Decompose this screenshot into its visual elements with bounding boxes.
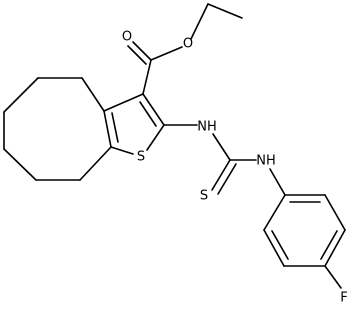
bond-ar3-ar4 bbox=[324, 229, 346, 267]
thione-sulfur-label: S bbox=[200, 189, 208, 204]
bond-carbonyl-double-a bbox=[132, 41, 152, 61]
atom-labels: O O S NH NH S F bbox=[122, 30, 348, 306]
bond-ar2-ar3 bbox=[324, 194, 346, 231]
amine-nh-2-label: NH bbox=[256, 154, 276, 169]
bond-cs-thione-a bbox=[211, 159, 231, 191]
bond-ch2-o bbox=[190, 3, 209, 40]
bond-lines bbox=[3, 3, 346, 289]
bond-o-carbonyl-c bbox=[150, 46, 183, 61]
bond-c9-c7a bbox=[79, 146, 112, 181]
thiophene-sulfur-label: S bbox=[137, 150, 145, 165]
bond-ar4-f bbox=[324, 265, 342, 289]
bond-c3a-c4 bbox=[81, 77, 105, 112]
bond-cs-thione-b bbox=[217, 163, 237, 195]
bond-ch3-ch2 bbox=[207, 3, 243, 19]
carbonyl-oxygen-label: O bbox=[122, 30, 132, 45]
bond-c7a-c3a-inner bbox=[111, 112, 119, 143]
ether-oxygen-label: O bbox=[183, 37, 193, 52]
bond-ar5-ar6 bbox=[263, 229, 285, 267]
bond-ar3-ar4-inner bbox=[320, 230, 338, 260]
bond-c7-c8 bbox=[3, 148, 37, 181]
bond-nh1-cs bbox=[212, 133, 231, 161]
bond-c3-c2-inner bbox=[139, 101, 157, 127]
bond-s-c7a bbox=[110, 146, 134, 155]
bond-carbonyl-c-ring bbox=[142, 59, 152, 95]
bond-c3-c2 bbox=[142, 93, 165, 126]
bond-c7a-c3a bbox=[103, 110, 112, 148]
bond-c2-s bbox=[146, 124, 165, 151]
bond-c5-c6 bbox=[3, 77, 39, 113]
amine-nh-1-label: NH bbox=[197, 120, 217, 135]
bond-nh2-aryl bbox=[269, 168, 286, 196]
bond-ar5-ar6-inner bbox=[271, 230, 289, 260]
bond-ar6-ar1 bbox=[263, 194, 286, 231]
bond-c3a-c3 bbox=[103, 93, 144, 112]
fluorine-label: F bbox=[340, 291, 347, 306]
bond-carbonyl-double-b bbox=[127, 45, 147, 65]
